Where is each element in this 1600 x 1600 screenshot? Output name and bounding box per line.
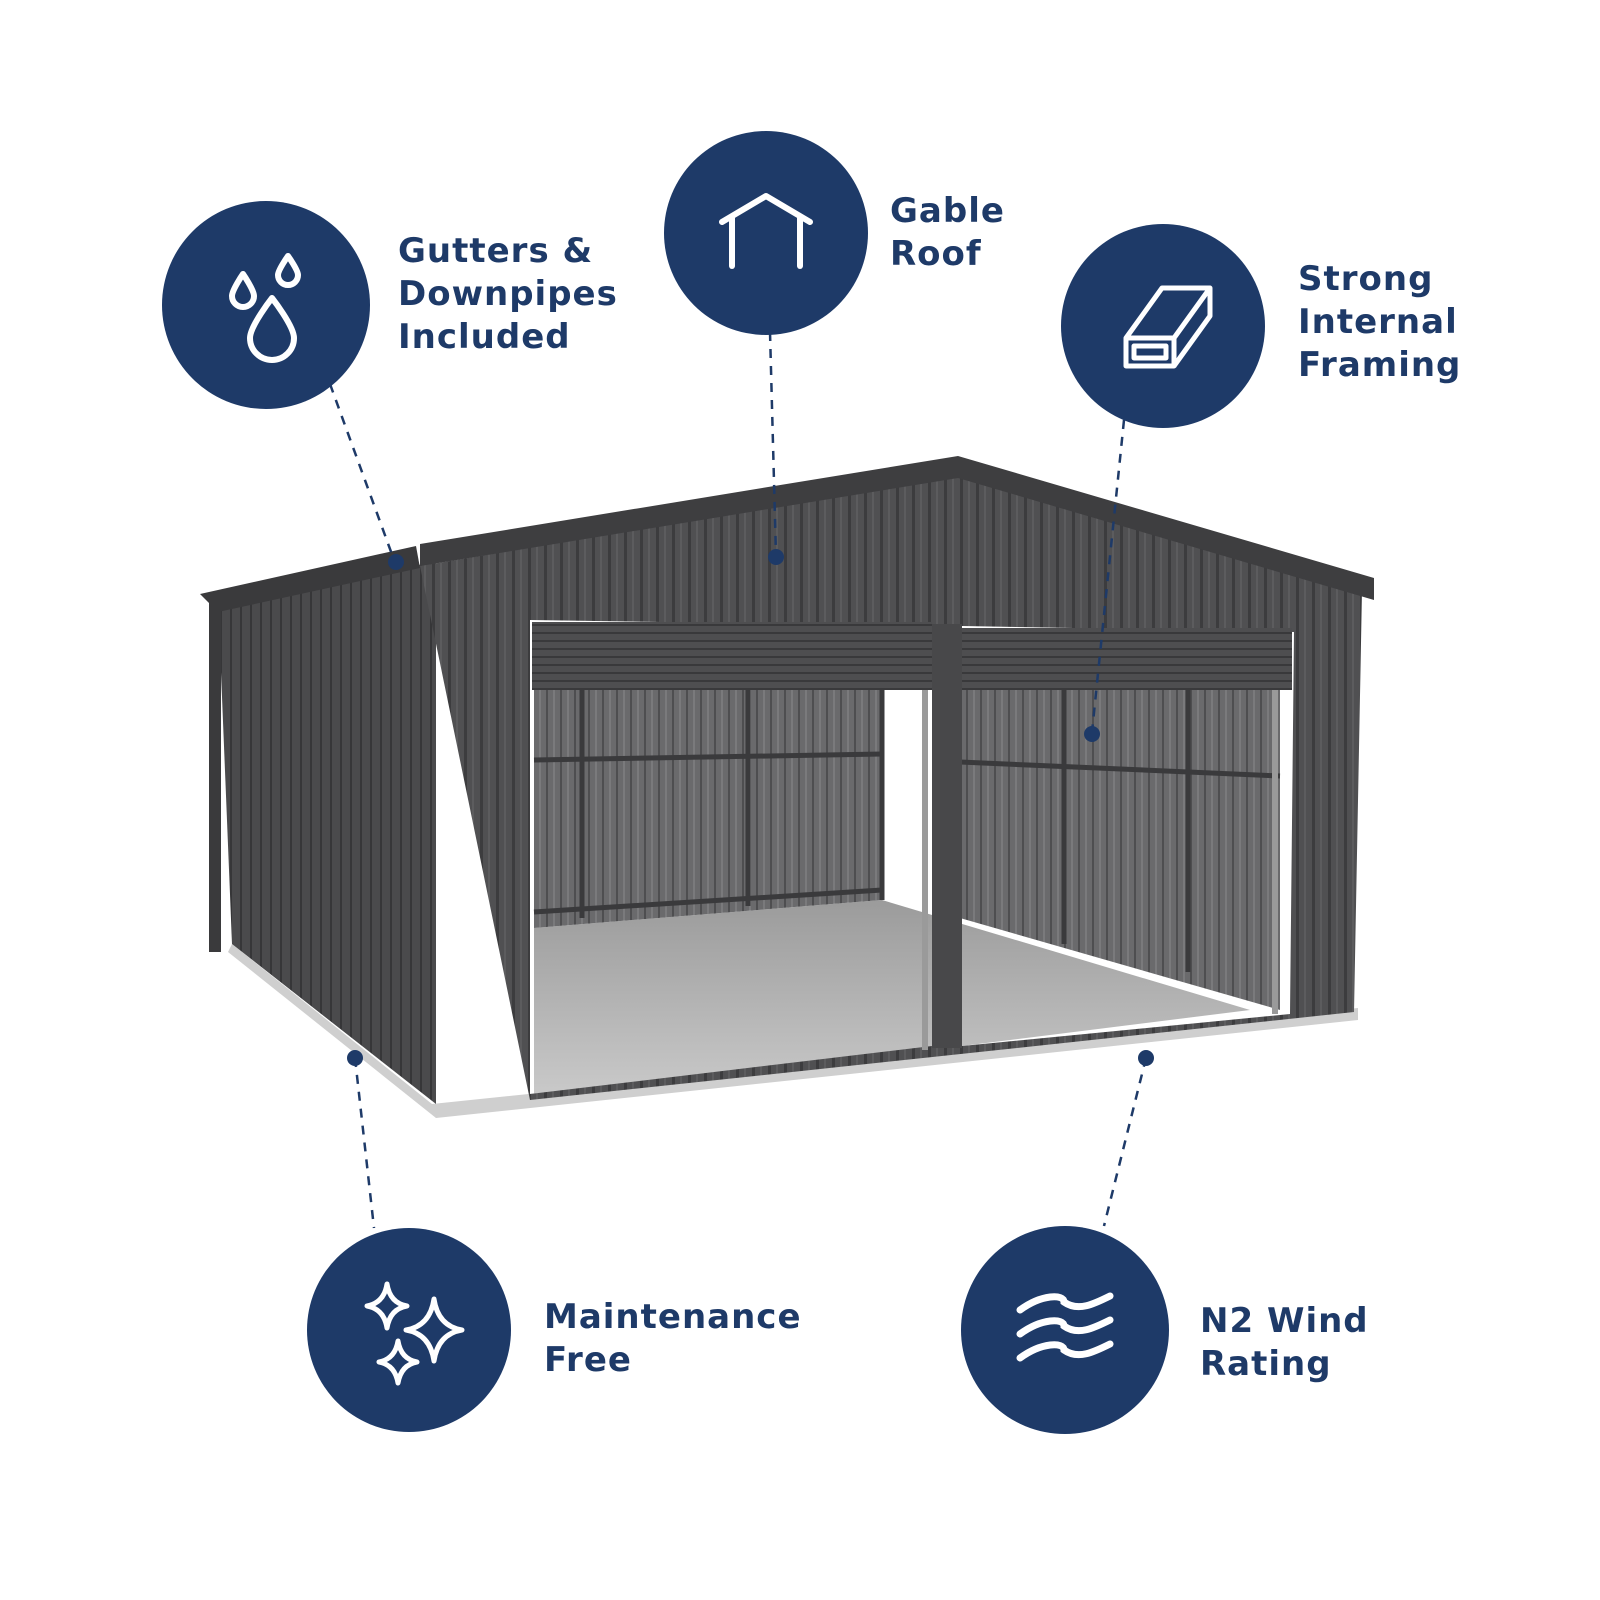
feature-label-line: Gable bbox=[890, 191, 1005, 231]
feature-label-line: Roof bbox=[890, 234, 982, 274]
wind-waves-icon bbox=[1016, 1292, 1114, 1362]
water-drops-icon bbox=[229, 253, 301, 363]
roof-edge bbox=[420, 456, 1374, 600]
feature-label-line: Internal bbox=[1298, 302, 1458, 342]
feature-label-gable-roof: Gable Roof bbox=[890, 190, 1005, 276]
gutter bbox=[200, 546, 420, 612]
centre-post bbox=[932, 624, 962, 1048]
feature-label-line: Framing bbox=[1298, 345, 1462, 385]
feature-label-line: Maintenance bbox=[544, 1297, 802, 1337]
sparkles-icon bbox=[364, 1281, 465, 1386]
door-track bbox=[1272, 690, 1278, 1014]
door-track bbox=[922, 690, 928, 1050]
feature-label-maintenance: Maintenance Free bbox=[544, 1296, 802, 1382]
feature-label-line: Included bbox=[398, 317, 571, 357]
roller-door-right bbox=[962, 628, 1292, 690]
front-wall bbox=[420, 476, 1362, 1100]
callout-lines bbox=[328, 331, 1148, 1229]
feature-label-line: Free bbox=[544, 1340, 632, 1380]
feature-badge-framing bbox=[1061, 224, 1265, 428]
feature-label-gutters: Gutters & Downpipes Included bbox=[398, 230, 618, 359]
feature-label-framing: Strong Internal Framing bbox=[1298, 258, 1461, 387]
internal-frame bbox=[533, 690, 1281, 972]
shed-floor bbox=[534, 900, 1250, 1094]
feature-label-line: N2 Wind bbox=[1200, 1301, 1369, 1341]
feature-label-line: Gutters & bbox=[398, 231, 594, 271]
callout-dots bbox=[347, 549, 1154, 1066]
feature-label-line: Strong bbox=[1298, 259, 1434, 299]
feature-badge-gable-roof bbox=[664, 131, 868, 335]
roller-door-left bbox=[532, 622, 932, 690]
interior-wall-left bbox=[534, 690, 882, 928]
feature-label-line: Rating bbox=[1200, 1344, 1332, 1384]
downpipe bbox=[209, 600, 221, 952]
house-outline-icon bbox=[719, 193, 813, 269]
steel-beam-icon bbox=[1123, 285, 1213, 369]
feature-label-wind: N2 Wind Rating bbox=[1200, 1300, 1369, 1386]
side-wall bbox=[218, 562, 436, 1104]
feature-label-line: Downpipes bbox=[398, 274, 618, 314]
